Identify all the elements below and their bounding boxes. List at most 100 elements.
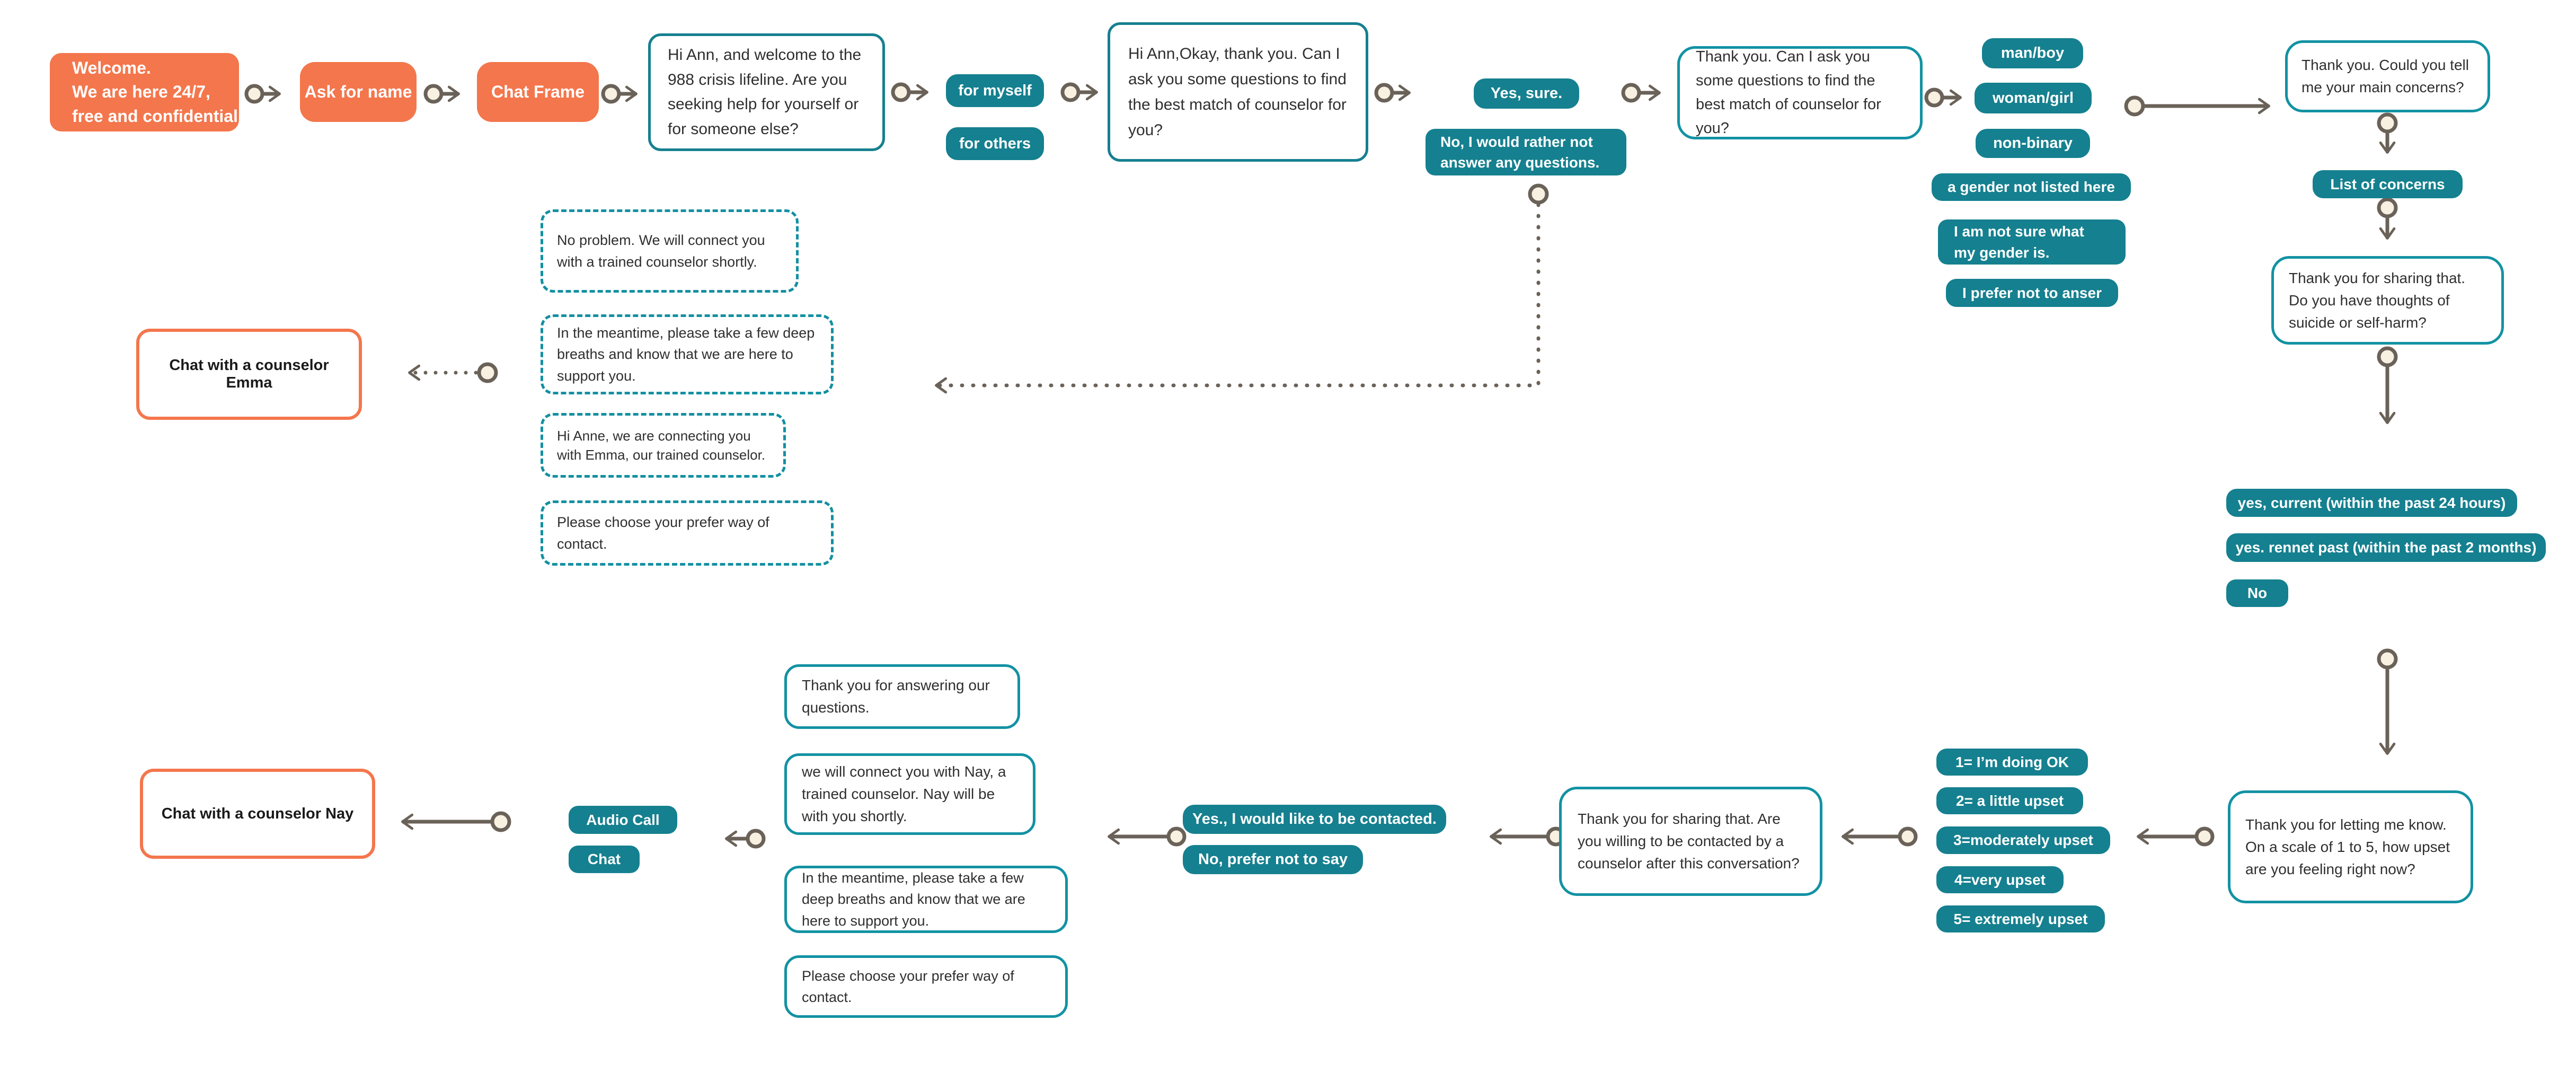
- option-gender-not-listed-label: a gender not listed here: [1948, 179, 2115, 195]
- option-yes-recent[interactable]: yes. rennet past (within the past 2 mont…: [2226, 533, 2546, 562]
- connector-q1-options: [891, 82, 928, 102]
- option-scale-3-label: 3=moderately upset: [1953, 832, 2093, 848]
- connector-concerns-q5: [2377, 197, 2398, 240]
- option-chat-label: Chat: [587, 851, 621, 867]
- msg-meantime-breaths-nay-text: In the meantime, please take a few deep …: [802, 869, 1025, 929]
- option-no-rather-not[interactable]: No, I would rather not answer any questi…: [1426, 129, 1626, 175]
- msg-connecting-emma[interactable]: Hi Anne, we are connecting you with Emma…: [541, 413, 786, 478]
- node-ask-for-name[interactable]: Ask for name: [300, 62, 417, 122]
- option-for-others[interactable]: for others: [946, 127, 1044, 160]
- node-welcome[interactable]: Welcome. We are here 24/7, free and conf…: [50, 53, 239, 131]
- msg-thanks-answering[interactable]: Thank you for answering our questions.: [784, 664, 1020, 729]
- connector-welcome-askname: [244, 84, 281, 104]
- node-chat-frame[interactable]: Chat Frame: [477, 62, 599, 122]
- option-no-contact-label: No, prefer not to say: [1198, 851, 1348, 868]
- option-audio-call-label: Audio Call: [586, 811, 660, 828]
- option-for-others-label: for others: [959, 135, 1031, 152]
- option-for-myself-label: for myself: [958, 82, 1032, 99]
- option-chat[interactable]: Chat: [569, 846, 640, 873]
- msg-connecting-emma-text: Hi Anne, we are connecting you with Emma…: [557, 427, 766, 463]
- option-no-contact[interactable]: No, prefer not to say: [1183, 845, 1363, 874]
- msg-thanks-answering-text: Thank you for answering our questions.: [802, 677, 990, 716]
- option-scale-2-label: 2= a little upset: [1955, 792, 2064, 809]
- option-yes-current[interactable]: yes, current (within the past 24 hours): [2226, 489, 2517, 517]
- option-scale-3[interactable]: 3=moderately upset: [1936, 826, 2110, 854]
- connector-contact-options-messages: [1108, 826, 1187, 847]
- option-gender-not-listed[interactable]: a gender not listed here: [1932, 173, 2131, 201]
- msg-meantime-breaths-nay[interactable]: In the meantime, please take a few deep …: [784, 866, 1068, 933]
- msg-help-target[interactable]: Hi Ann, and welcome to the 988 crisis li…: [648, 33, 885, 151]
- msg-connect-nay[interactable]: we will connect you with Nay, a trained …: [784, 753, 1035, 835]
- option-scale-4[interactable]: 4=very upset: [1936, 866, 2064, 893]
- option-prefer-not-answer-label: I prefer not to anser: [1962, 284, 2102, 301]
- connector-askname-chatframe: [423, 84, 460, 104]
- connector-q4-concerns: [2377, 112, 2398, 154]
- connector-dotted-no-answers-path: [935, 183, 1549, 394]
- option-audio-call[interactable]: Audio Call: [569, 806, 677, 834]
- endpoint-chat-nay-label: Chat with a counselor Nay: [161, 805, 354, 822]
- msg-no-problem-text: No problem. We will connect you with a t…: [557, 232, 765, 270]
- connector-q2-options: [1374, 83, 1411, 103]
- option-prefer-not-answer[interactable]: I prefer not to anser: [1946, 279, 2118, 307]
- msg-contact-question-text: Thank you for sharing that. Are you will…: [1578, 811, 1800, 872]
- welcome-line2: We are here 24/7,: [72, 82, 210, 102]
- msg-connect-nay-text: we will connect you with Nay, a trained …: [802, 763, 1006, 824]
- option-yes-contact[interactable]: Yes., I would like to be contacted.: [1183, 805, 1446, 834]
- option-yes-contact-label: Yes., I would like to be contacted.: [1192, 811, 1437, 828]
- option-non-binary-label: non-binary: [1993, 135, 2073, 152]
- option-gender-not-sure[interactable]: I am not sure what my gender is.: [1938, 219, 2126, 265]
- option-scale-1-label: 1= I’m doing OK: [1955, 753, 2069, 770]
- msg-questions-ok[interactable]: Hi Ann,Okay, thank you. Can I ask you so…: [1108, 22, 1368, 162]
- msg-choose-contact-nay[interactable]: Please choose your prefer way of contact…: [784, 955, 1068, 1018]
- welcome-line1: Welcome.: [72, 58, 151, 77]
- option-yes-sure-label: Yes, sure.: [1490, 85, 1563, 102]
- connector-options-q2: [1060, 82, 1098, 102]
- msg-main-concerns[interactable]: Thank you. Could you tell me your main c…: [2285, 40, 2490, 112]
- msg-best-match-text: Thank you. Can I ask you some questions …: [1696, 48, 1881, 137]
- connector-messages-channel-options: [725, 829, 766, 849]
- option-non-binary[interactable]: non-binary: [1976, 129, 2090, 158]
- msg-best-match[interactable]: Thank you. Can I ask you some questions …: [1677, 46, 1923, 139]
- welcome-line3: free and confidential: [72, 106, 238, 126]
- connector-q7-contact-options: [1490, 826, 1566, 847]
- msg-no-problem[interactable]: No problem. We will connect you with a t…: [541, 209, 799, 293]
- connector-chatframe-q1: [601, 84, 638, 104]
- endpoint-chat-emma[interactable]: Chat with a counselor Emma: [136, 329, 362, 420]
- option-man-boy[interactable]: man/boy: [1982, 38, 2083, 68]
- endpoint-chat-nay[interactable]: Chat with a counselor Nay: [140, 769, 375, 859]
- msg-main-concerns-text: Thank you. Could you tell me your main c…: [2301, 57, 2469, 95]
- connector-gender-q4: [2124, 95, 2270, 117]
- connector-dotted-to-emma: [408, 362, 498, 383]
- option-scale-1[interactable]: 1= I’m doing OK: [1936, 749, 2088, 776]
- option-yes-recent-label: yes. rennet past (within the past 2 mont…: [2235, 539, 2537, 556]
- chat-frame-label: Chat Frame: [491, 82, 585, 101]
- msg-meantime-breaths[interactable]: In the meantime, please take a few deep …: [541, 314, 834, 394]
- msg-choose-contact-text: Please choose your prefer way of contact…: [557, 514, 769, 552]
- option-yes-current-label: yes, current (within the past 24 hours): [2237, 494, 2506, 511]
- option-woman-girl[interactable]: woman/girl: [1975, 83, 2092, 113]
- msg-choose-contact-nay-text: Please choose your prefer way of contact…: [802, 967, 1014, 1006]
- option-no-suicide[interactable]: No: [2226, 579, 2288, 607]
- msg-suicide-question-text: Thank you for sharing that. Do you have …: [2289, 269, 2466, 331]
- connector-q5-suicide-options: [2377, 346, 2398, 424]
- option-for-myself[interactable]: for myself: [946, 74, 1044, 107]
- option-scale-5[interactable]: 5= extremely upset: [1936, 905, 2105, 932]
- connector-q6-scale: [2137, 826, 2215, 847]
- msg-contact-question[interactable]: Thank you for sharing that. Are you will…: [1559, 787, 1822, 896]
- option-scale-5-label: 5= extremely upset: [1953, 910, 2088, 927]
- option-yes-sure[interactable]: Yes, sure.: [1474, 78, 1579, 109]
- option-list-of-concerns-label: List of concerns: [2330, 175, 2445, 192]
- msg-choose-contact[interactable]: Please choose your prefer way of contact…: [541, 500, 834, 566]
- msg-questions-ok-text: Hi Ann,Okay, thank you. Can I ask you so…: [1128, 45, 1347, 139]
- connector-channel-nay: [401, 811, 511, 832]
- msg-upset-scale[interactable]: Thank you for letting me know. On a scal…: [2228, 790, 2473, 903]
- option-list-of-concerns[interactable]: List of concerns: [2313, 170, 2463, 198]
- msg-suicide-question[interactable]: Thank you for sharing that. Do you have …: [2271, 256, 2504, 345]
- connector-options-q3: [1621, 83, 1661, 103]
- endpoint-chat-emma-label: Chat with a counselor Emma: [169, 357, 329, 391]
- option-scale-2[interactable]: 2= a little upset: [1936, 787, 2083, 814]
- msg-upset-scale-text: Thank you for letting me know. On a scal…: [2245, 816, 2450, 877]
- connector-suicide-options-q6: [2377, 648, 2398, 755]
